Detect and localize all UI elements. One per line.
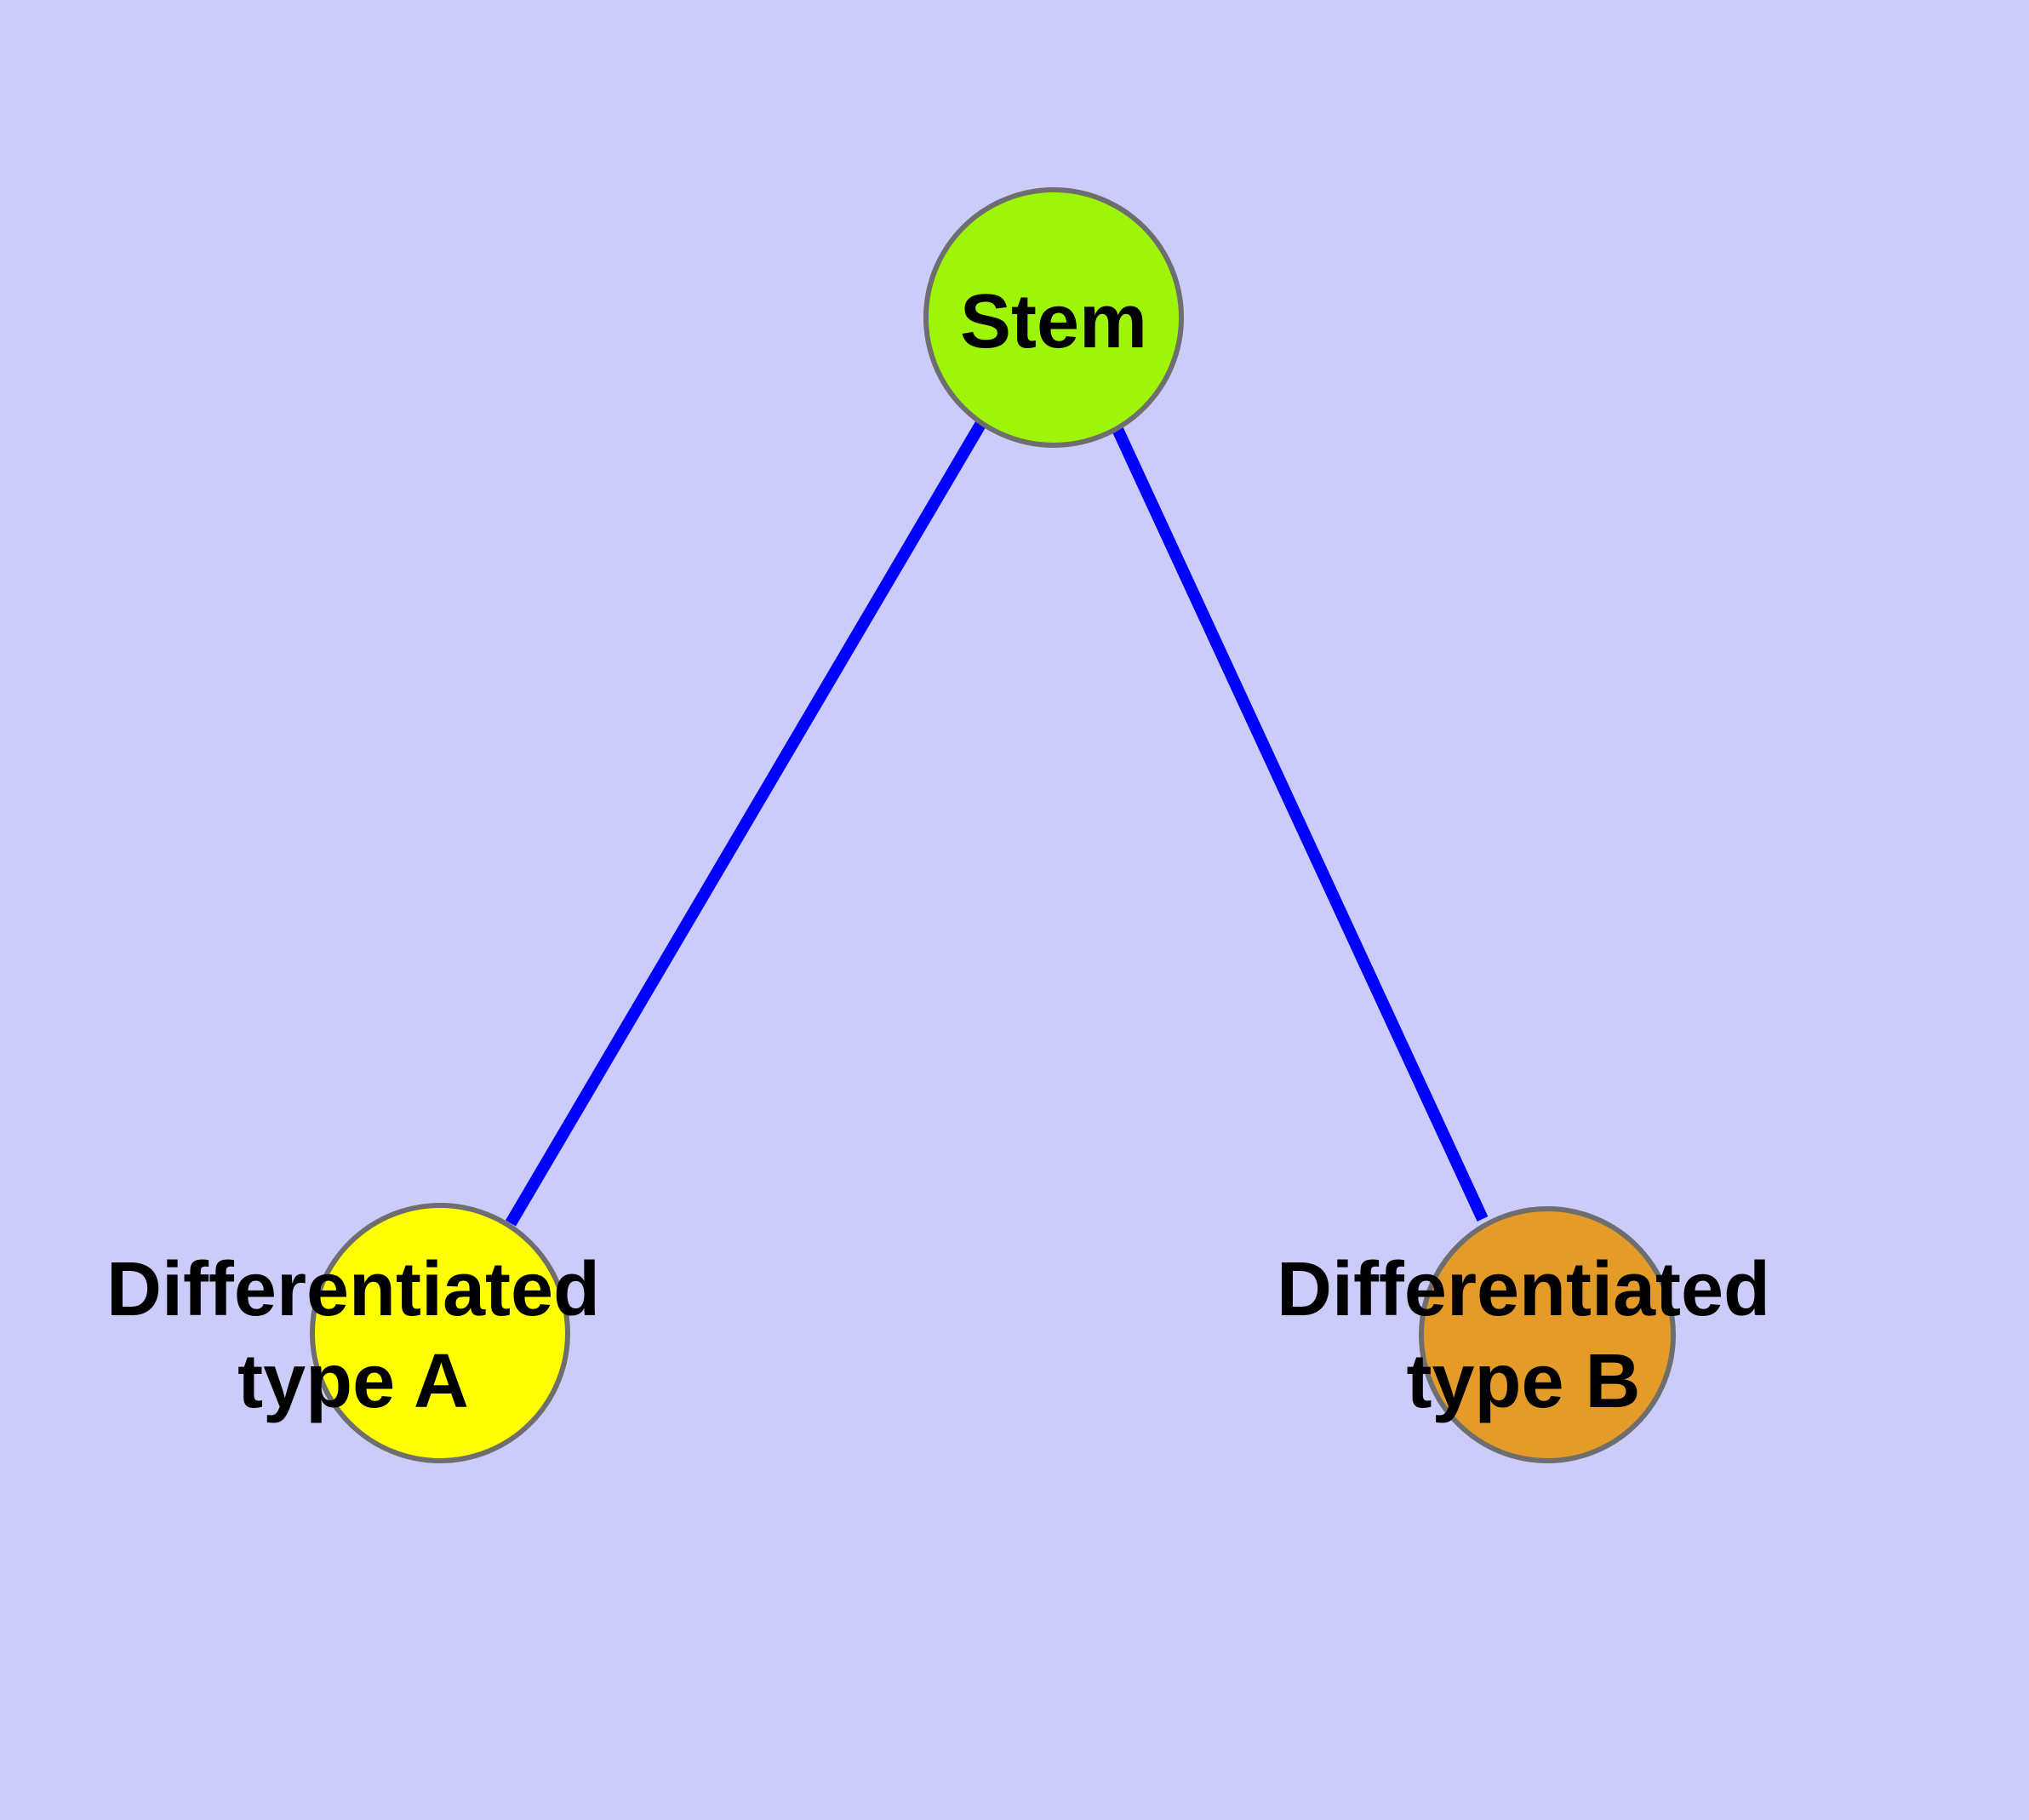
node-label-line: type A	[237, 1339, 469, 1424]
node-diff-a[interactable]	[310, 1203, 570, 1463]
node-diff-b[interactable]	[1419, 1206, 1676, 1463]
edge-stem-to-diff-a	[505, 420, 987, 1227]
edges-layer	[505, 420, 1489, 1227]
node-stem[interactable]	[923, 187, 1184, 448]
nodes-layer	[310, 187, 1676, 1463]
edge-stem-to-diff-b	[1111, 425, 1489, 1222]
node-label-line: Differentiated	[1277, 1247, 1770, 1332]
node-label-line: Stem	[960, 279, 1147, 364]
node-label-stem: Stem	[960, 279, 1147, 364]
node-label-line: type B	[1406, 1339, 1640, 1424]
node-label-line: Differentiated	[106, 1247, 600, 1332]
